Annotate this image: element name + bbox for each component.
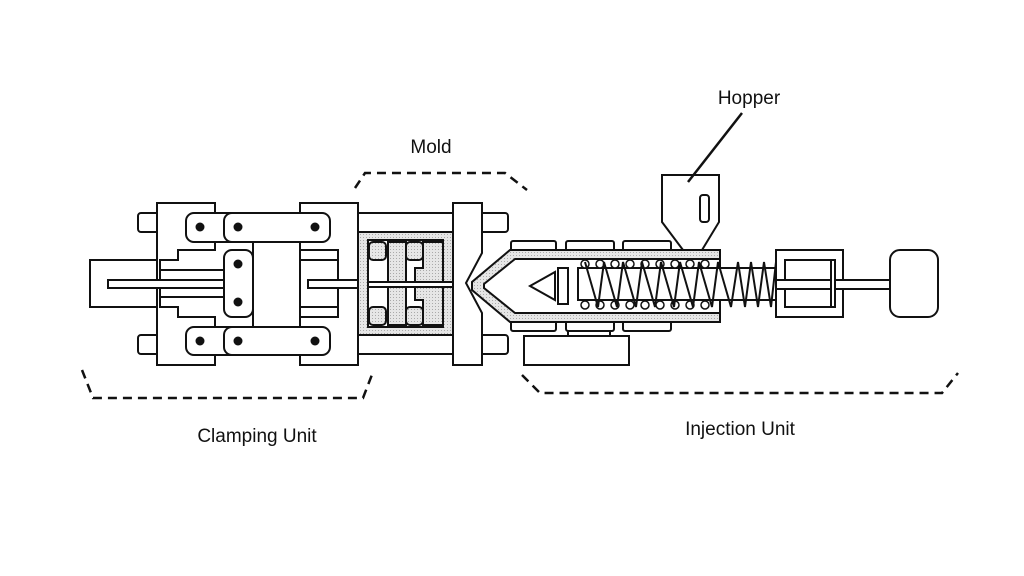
clamping-unit-label: Clamping Unit [197, 426, 317, 447]
hopper [661, 174, 720, 251]
mold [357, 231, 459, 336]
mold-bracket [353, 171, 528, 191]
barrel [471, 240, 777, 332]
injection-unit-bracket [521, 372, 959, 395]
injection-base [523, 330, 630, 366]
hopper-leader-line [687, 112, 743, 183]
hopper-label: Hopper [717, 88, 781, 109]
injection-unit-label: Injection Unit [685, 419, 795, 440]
toggle-mechanism [185, 212, 331, 356]
stationary-platen [452, 202, 509, 366]
rear-platen [107, 202, 229, 366]
drive-motor [889, 249, 939, 318]
screw [580, 259, 777, 310]
injection-cylinder [775, 249, 892, 318]
mold-label: Mold [410, 137, 452, 158]
clamping-unit-bracket [80, 369, 375, 400]
